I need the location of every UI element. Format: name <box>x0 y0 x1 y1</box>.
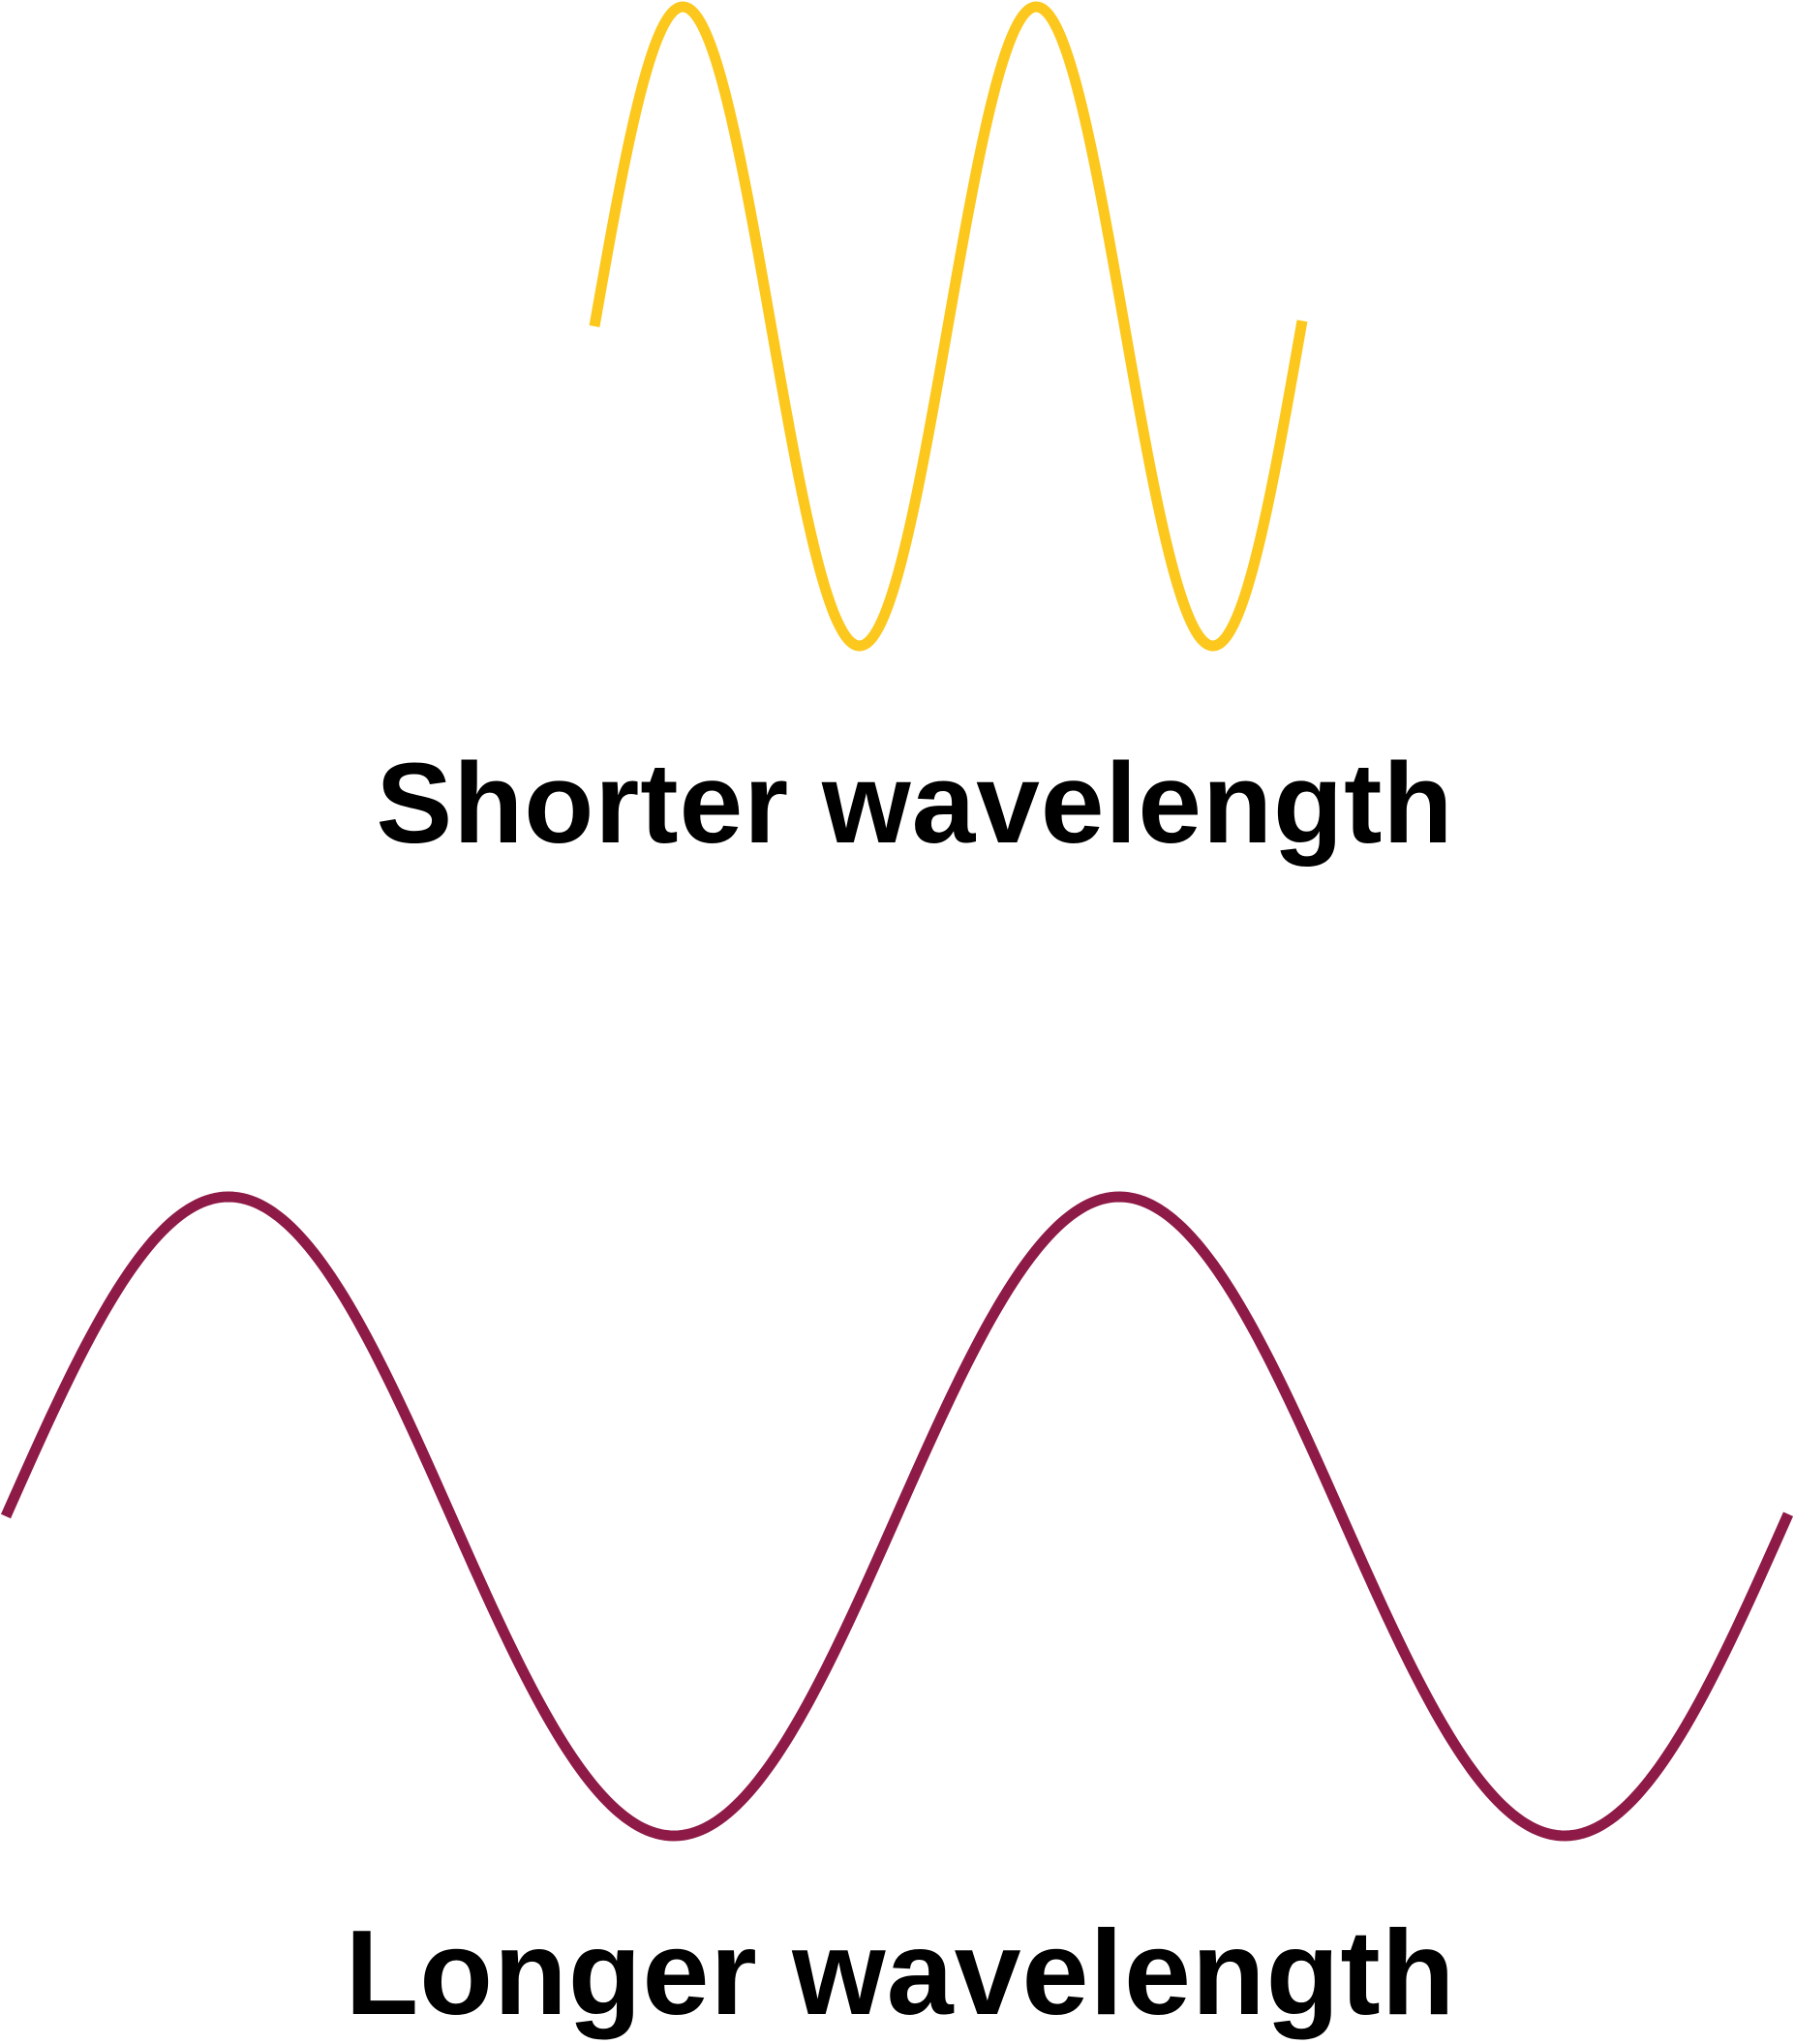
long-wave-label: Longer wavelength <box>346 1907 1456 2040</box>
short-wave-label: Shorter wavelength <box>376 740 1453 868</box>
short-wave <box>589 1 1308 652</box>
long-wave <box>0 1191 1794 1842</box>
